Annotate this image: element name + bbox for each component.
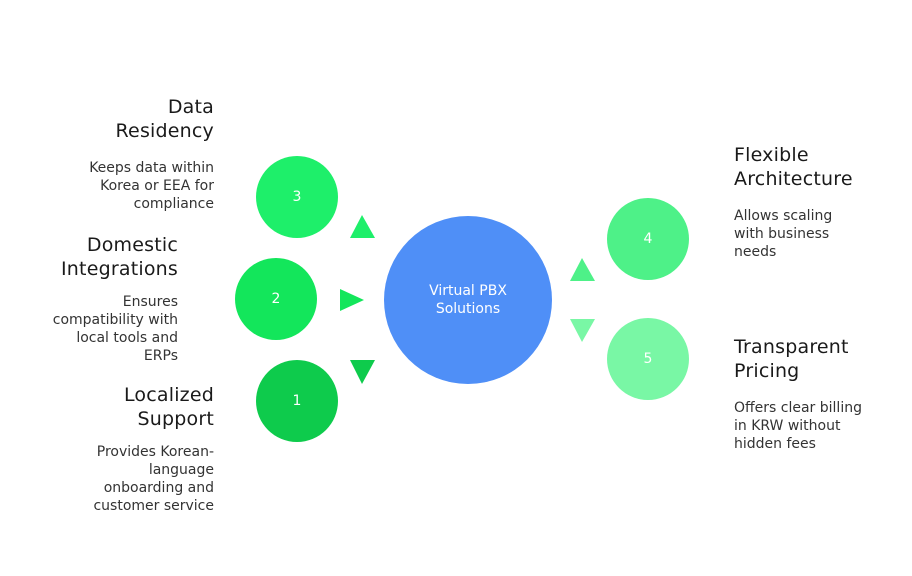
item-3-title-line1: Data (167, 96, 214, 118)
item-3-title: Data Residency (14, 95, 214, 143)
item-2-desc-line2: compatibility with (52, 312, 178, 328)
node-5: 5 (607, 318, 689, 400)
item-4-desc: Allows scaling with business needs (734, 207, 904, 261)
item-3-desc: Keeps data within Korea or EEA for compl… (14, 159, 214, 213)
item-5-title-line2: Pricing (734, 360, 800, 382)
item-1-title-line2: Support (137, 408, 214, 430)
arrow-to-item-3 (350, 215, 375, 238)
item-4-title-line2: Architecture (734, 168, 853, 190)
node-3-number: 3 (292, 189, 302, 205)
item-2-desc-line3: local tools and (76, 330, 178, 346)
center-node: Virtual PBX Solutions (384, 216, 552, 384)
item-2-desc: Ensures compatibility with local tools a… (0, 293, 178, 365)
center-label-line1: Virtual PBX (429, 283, 507, 299)
item-1-title: Localized Support (14, 383, 214, 431)
node-1-number: 1 (292, 393, 302, 409)
item-1-desc-line3: onboarding and (103, 480, 214, 496)
arrow-to-item-1 (350, 360, 375, 384)
item-3-desc-line3: compliance (133, 196, 214, 212)
item-3-desc-line1: Keeps data within (89, 160, 214, 176)
item-4-desc-line3: needs (734, 244, 777, 260)
center-label-line2: Solutions (435, 301, 501, 317)
item-4-desc-line1: Allows scaling (734, 208, 833, 224)
node-2: 2 (235, 258, 317, 340)
arrow-to-item-5 (570, 319, 595, 342)
item-2-title: Domestic Integrations (0, 233, 178, 281)
item-5-desc-line3: hidden fees (734, 436, 816, 452)
item-2-desc-line1: Ensures (122, 294, 178, 310)
item-2-desc-line4: ERPs (143, 348, 178, 364)
item-1-desc-line1: Provides Korean- (96, 444, 214, 460)
item-5-title-line1: Transparent (734, 336, 849, 358)
item-3-title-line2: Residency (115, 120, 214, 142)
item-1-desc-line2: language (148, 462, 214, 478)
item-4-title-line1: Flexible (734, 144, 809, 166)
node-5-number: 5 (643, 351, 653, 367)
node-2-number: 2 (271, 291, 281, 307)
arrow-to-item-2 (340, 289, 364, 311)
item-5-title: Transparent Pricing (734, 335, 904, 383)
item-2-title-line2: Integrations (61, 258, 178, 280)
item-5-desc-line1: Offers clear billing (734, 400, 862, 416)
item-5-desc: Offers clear billing in KRW without hidd… (734, 399, 904, 453)
item-1-desc: Provides Korean- language onboarding and… (14, 443, 214, 515)
item-2-title-line1: Domestic (86, 234, 178, 256)
item-1-title-line1: Localized (123, 384, 214, 406)
item-1-desc-line4: customer service (93, 498, 214, 514)
item-4-desc-line2: with business (734, 226, 830, 242)
node-4: 4 (607, 198, 689, 280)
item-4-title: Flexible Architecture (734, 143, 904, 191)
node-4-number: 4 (643, 231, 653, 247)
node-1: 1 (256, 360, 338, 442)
item-3-desc-line2: Korea or EEA for (100, 178, 214, 194)
arrow-to-item-4 (570, 258, 595, 281)
item-5-desc-line2: in KRW without (734, 418, 841, 434)
node-3: 3 (256, 156, 338, 238)
